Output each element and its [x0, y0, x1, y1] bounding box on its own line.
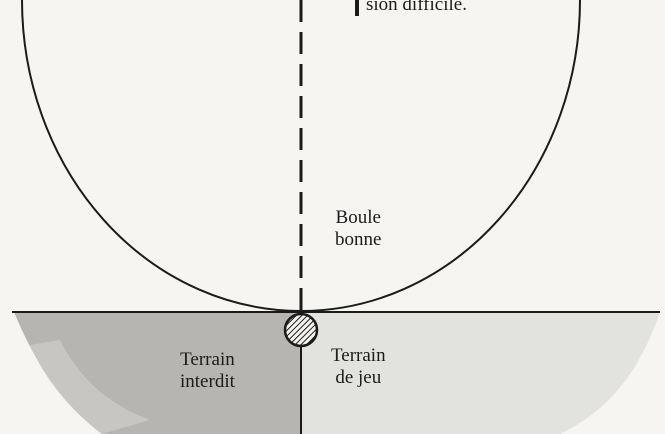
good-ball-arc: [21, 0, 581, 312]
top-note-text: sion difficile.: [366, 0, 467, 15]
forbidden-zone-label: Terrain interdit: [180, 349, 235, 393]
play-zone-label: Terrain de jeu: [331, 345, 386, 389]
play-zone-label-line1: Terrain: [331, 345, 386, 366]
good-ball-label-line2: bonne: [335, 229, 382, 250]
play-zone-area: [301, 312, 660, 434]
good-ball-label: Boule bonne: [335, 207, 381, 251]
play-zone-label-line2: de jeu: [335, 367, 382, 388]
good-ball-label-line1: Boule: [335, 207, 381, 228]
forbidden-zone-label-line1: Terrain: [180, 349, 235, 370]
ball-marker: [283, 312, 319, 348]
forbidden-zone-label-line2: interdit: [180, 371, 235, 392]
text-marker-bar: [355, 0, 359, 16]
forbidden-zone-shadow: [30, 340, 150, 434]
